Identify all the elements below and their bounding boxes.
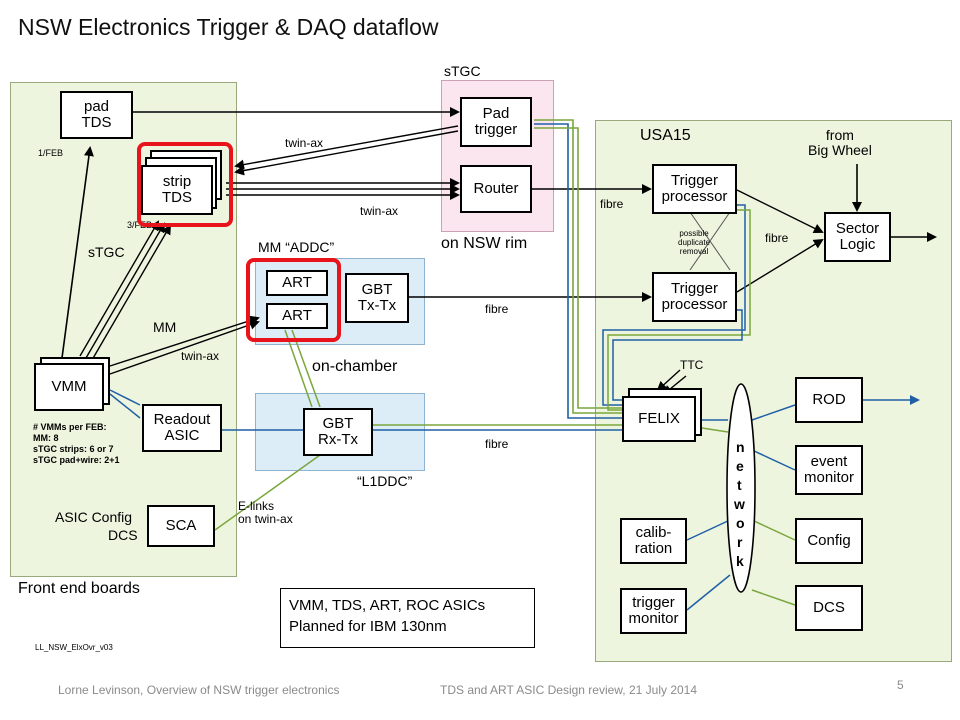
usa15-label: USA15 [640,127,691,144]
duplicate-removal-label: possible duplicate removal [678,229,711,256]
stgc-label: sTGC [88,244,125,260]
network-ellipse [726,383,756,593]
art-box-2: ART [266,303,328,329]
fibre-label-4: fibre [765,231,789,245]
front-end-label: Front end boards [18,580,140,597]
dcs-box: DCS [795,585,863,631]
art-highlight [246,258,341,342]
network-letter-t: t [737,477,742,493]
asic-config-label: ASIC Config [55,509,133,525]
felix-box: FELIX [622,396,696,442]
sca-box: SCA [147,505,215,547]
vmm-note-3: sTGC strips: 6 or 7 [33,444,114,454]
router-box: Router [460,165,532,213]
vmm-note-2: MM: 8 [33,433,59,443]
network-letter-w: w [734,496,745,512]
twin-ax-label-3: twin-ax [181,349,220,363]
fibre-label-1: fibre [600,197,624,211]
addc-label: MM “ADDC” [258,239,335,255]
l1ddc-label: “L1DDC” [357,473,413,489]
trigger-processor-box-2: Trigger processor [652,272,737,322]
vmm-note-1: # VMMs per FEB: [33,422,107,432]
calibration-box: calib- ration [620,518,687,564]
strip-tds-box: strip TDS [141,165,213,215]
mm-label: MM [153,319,177,335]
page-title: NSW Electronics Trigger & DAQ dataflow [18,14,439,40]
gbt-tx-box: GBT Tx-Tx [345,273,409,323]
fibre-label-2: fibre [485,302,509,316]
dcs-label: DCS [108,527,138,543]
rod-box: ROD [795,377,863,423]
from-big-wheel-label: from Big Wheel [808,127,872,158]
network-letter-o: o [736,515,745,531]
vmm-box: VMM [34,363,104,411]
fibre-label-3: fibre [485,437,509,451]
stgc-rim-label: sTGC [444,63,481,79]
on-nsw-rim-label: on NSW rim [441,235,528,252]
trigger-processor-box-1: Trigger processor [652,164,737,214]
twin-ax-label-2: twin-ax [360,204,399,218]
network-letter-r: r [737,534,743,550]
footer-page: 5 [897,678,904,692]
vmm-note-4: sTGC pad+wire: 2+1 [33,455,120,465]
config-box: Config [795,518,863,564]
network-letter-e: e [736,458,744,474]
on-chamber-label: on-chamber [312,358,398,375]
trigger-monitor-box: trigger monitor [620,588,687,634]
readout-asic-box: Readout ASIC [142,404,222,452]
asic-note: VMM, TDS, ART, ROC ASICs Planned for IBM… [280,588,535,648]
pad-trigger-box: Pad trigger [460,97,532,147]
event-monitor-box: event monitor [795,445,863,495]
twin-ax-label-1: twin-ax [285,136,324,150]
gbt-rx-box: GBT Rx-Tx [303,408,373,456]
network-letter-k: k [736,553,744,569]
sector-logic-box: Sector Logic [824,212,891,262]
footer-center: TDS and ART ASIC Design review, 21 July … [440,683,698,697]
asic-note-line-2: Planned for IBM 130nm [289,618,447,635]
ttc-label: TTC [680,358,704,372]
per-feb-1-label: 1/FEB [38,148,64,158]
pad-tds-box: pad TDS [60,91,133,139]
footer-left: Lorne Levinson, Overview of NSW trigger … [58,683,340,697]
doc-id-label: LL_NSW_ElxOvr_v03 [35,643,113,652]
network-letter-n: n [736,439,745,455]
elinks-label: E-links on twin-ax [238,499,293,526]
art-box-1: ART [266,270,328,296]
asic-note-line-1: VMM, TDS, ART, ROC ASICs [289,597,486,614]
strip-tds-highlight [137,142,233,227]
